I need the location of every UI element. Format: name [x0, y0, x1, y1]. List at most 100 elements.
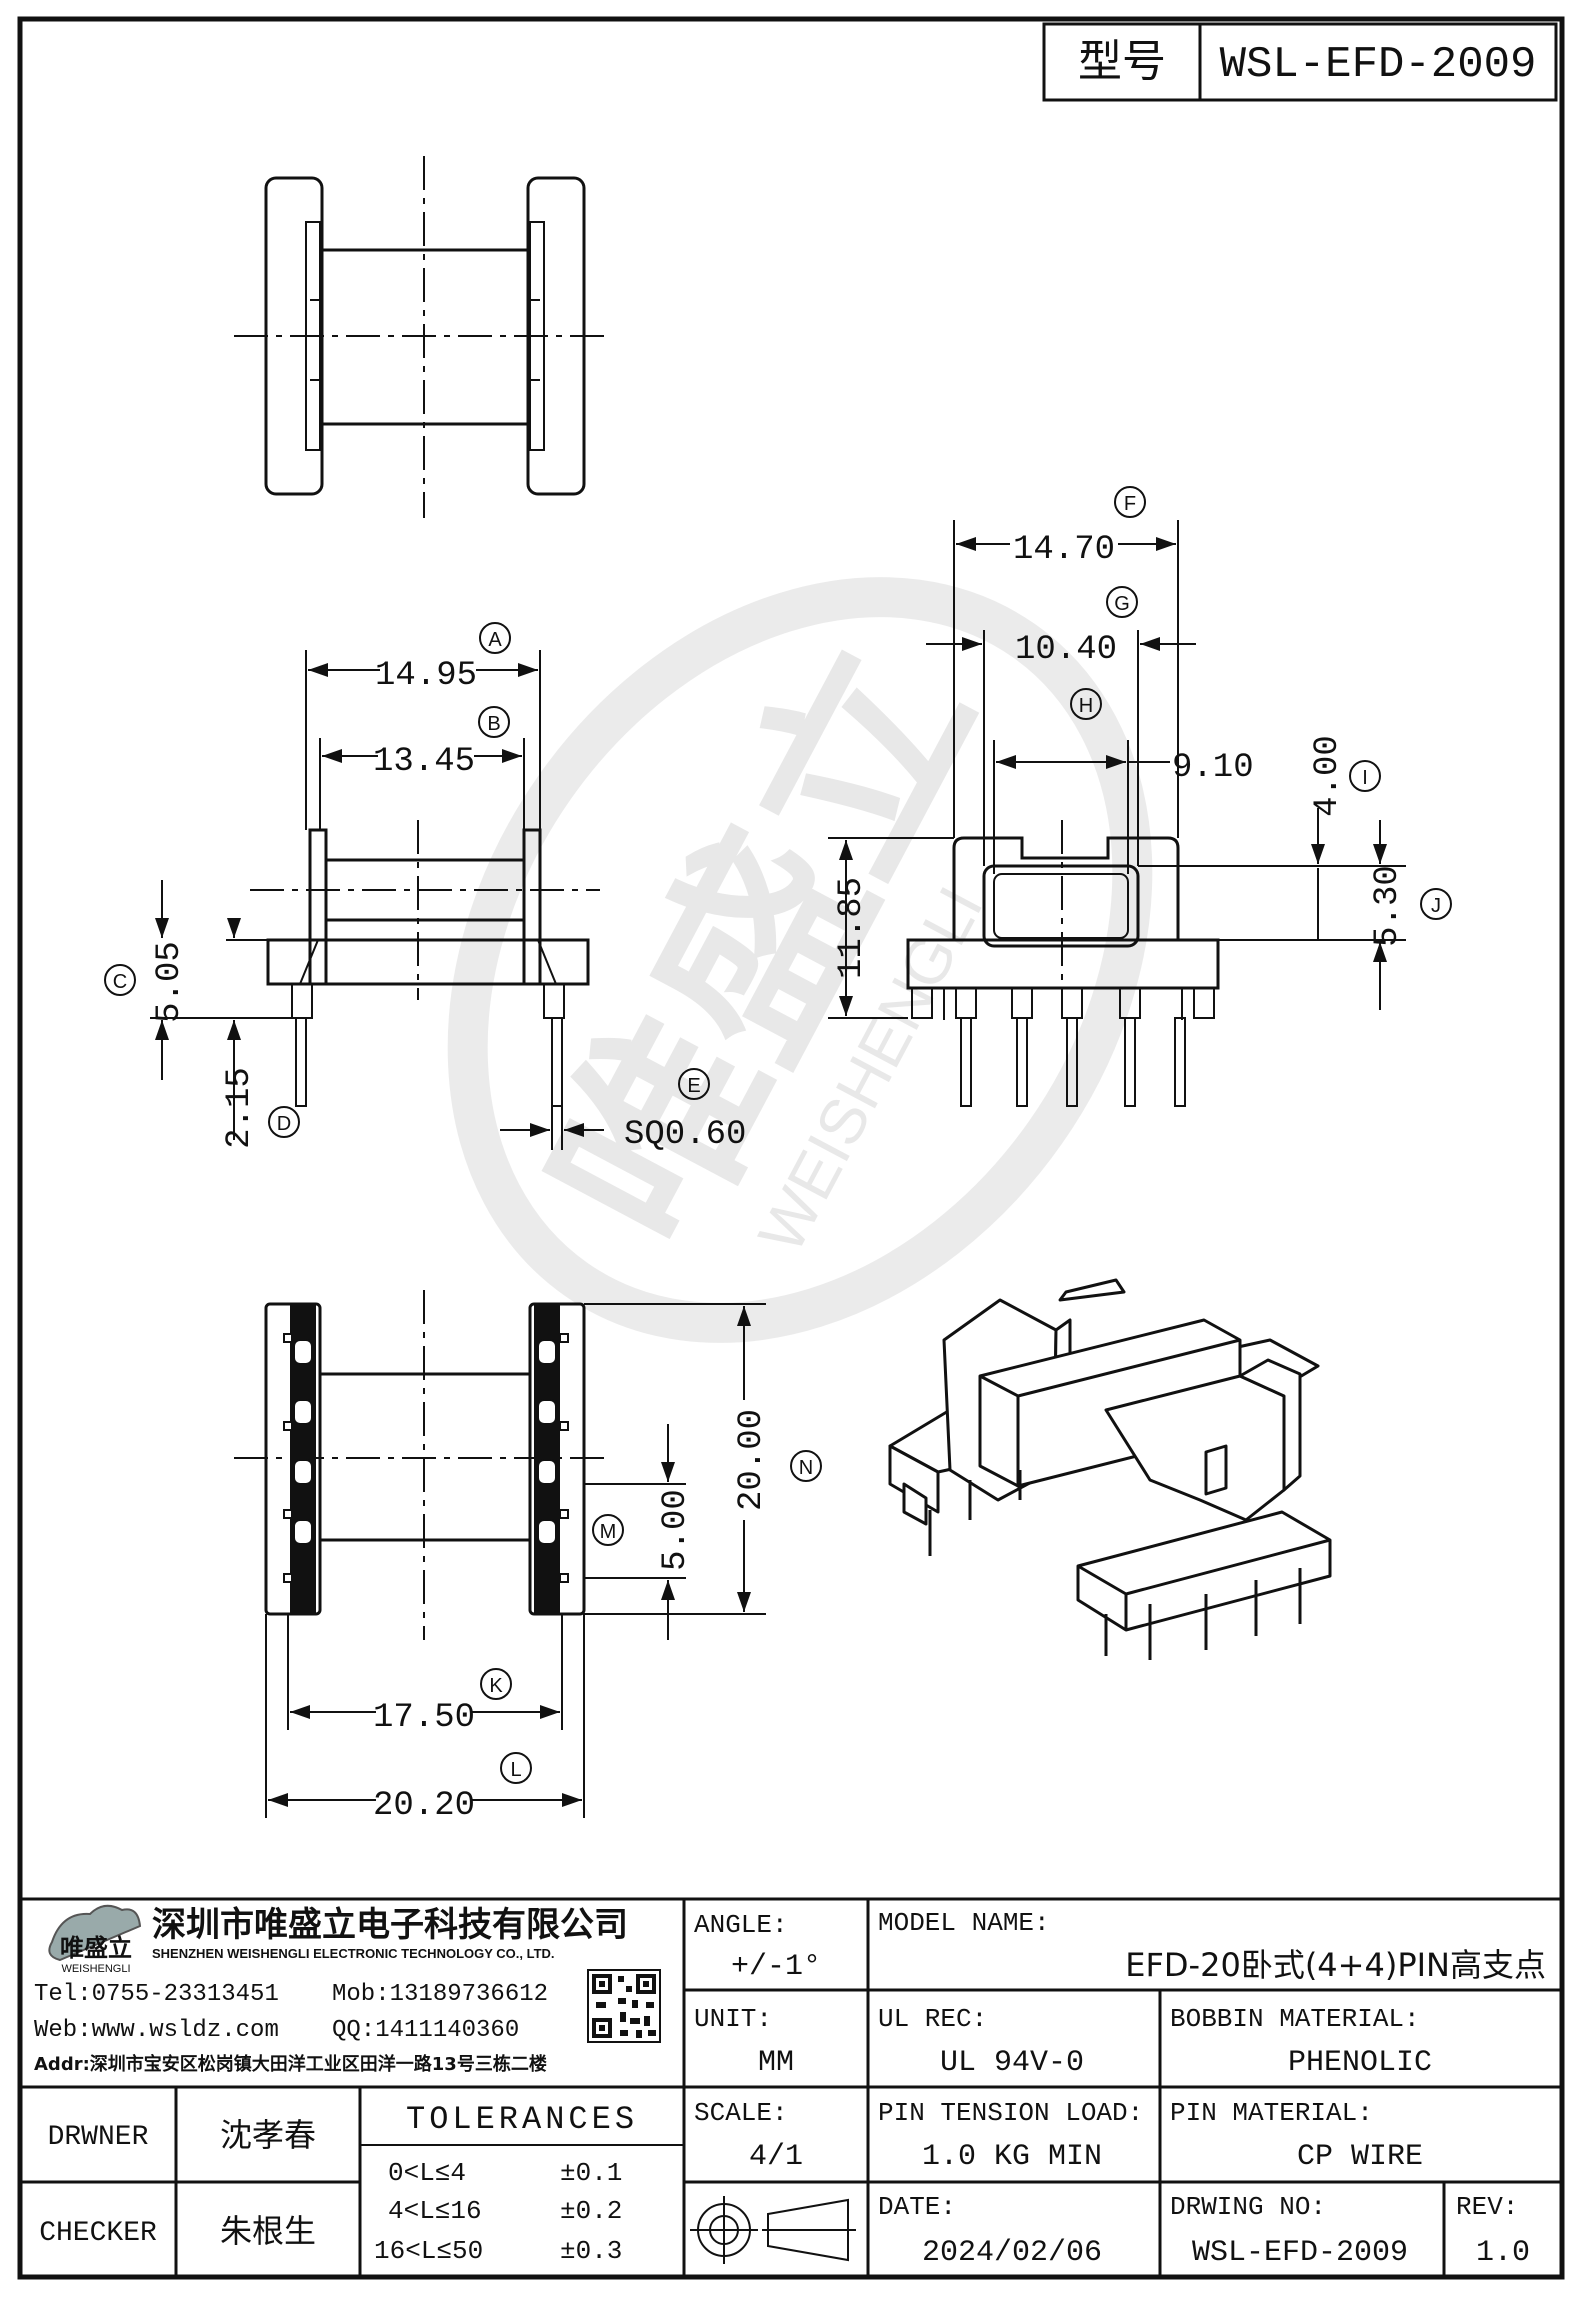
company-name-en: SHENZHEN WEISHENGLI ELECTRONIC TECHNOLOG…	[152, 1946, 555, 1961]
company-addr: Addr:深圳市宝安区松岗镇大田洋工业区田洋一路13号三栋二楼	[34, 2053, 547, 2075]
dim-h-letter: H	[1079, 695, 1093, 717]
top-view	[234, 156, 612, 518]
dim-l: 20.20 L	[265, 1614, 585, 1825]
company-logo-sub: WEISHENGLI	[61, 1963, 130, 1975]
dim-j: 5.30 J	[1218, 820, 1452, 1010]
checker-name: 朱根生	[220, 2212, 316, 2250]
dim-a-letter: A	[488, 629, 502, 651]
pin-tension-value: 1.0 KG MIN	[922, 2140, 1102, 2174]
bobbin-value: PHENOLIC	[1288, 2046, 1432, 2080]
dim-g: 10.40 G	[926, 586, 1196, 866]
drawer-label: DRWNER	[48, 2122, 149, 2153]
header-model-box: 型号 WSL-EFD-2009	[1042, 22, 1558, 102]
tolerances-label: TOLERANCES	[406, 2101, 638, 2138]
dim-d-value: 2.15	[221, 1067, 259, 1149]
rev-label: REV:	[1456, 2192, 1518, 2222]
tolerance-value-1: ±0.1	[560, 2158, 622, 2188]
dim-h: 9.10 H	[993, 688, 1254, 874]
title-block: 唯盛立 WEISHENGLI 深圳市唯盛立电子科技有限公司 SHENZHEN W…	[20, 1897, 1562, 2277]
dim-i: 4.00 I	[1138, 735, 1406, 940]
company-qq: QQ:1411140360	[332, 2017, 519, 2044]
dim-a: 14.95 A	[305, 622, 541, 830]
company-tel: Tel:0755-23313451	[34, 1981, 279, 2008]
rev-value: 1.0	[1476, 2236, 1530, 2270]
dim-d-letter: D	[277, 1113, 291, 1135]
dim-m-value: 5.00	[657, 1489, 695, 1571]
dim-f-value: 14.70	[1013, 531, 1115, 569]
header-model-value: WSL-EFD-2009	[1220, 40, 1537, 90]
dim-c: 5.05 C	[104, 880, 292, 1080]
pin-material-value: CP WIRE	[1297, 2140, 1423, 2174]
drawing-no-label: DRWING NO:	[1170, 2192, 1326, 2222]
dim-k-value: 17.50	[373, 1699, 475, 1737]
dim-k-letter: K	[489, 1675, 503, 1697]
dim-g-letter: G	[1114, 593, 1130, 615]
dim-c-value: 5.05	[151, 941, 189, 1023]
dim-n-letter: N	[799, 1457, 813, 1479]
date-value: 2024/02/06	[922, 2236, 1102, 2270]
pin-material-label: PIN MATERIAL:	[1170, 2098, 1373, 2128]
drawing-no-value: WSL-EFD-2009	[1192, 2236, 1408, 2270]
dim-b-value: 13.45	[373, 743, 475, 781]
projection-symbol	[690, 2196, 856, 2264]
scale-label: SCALE:	[694, 2098, 788, 2128]
tolerance-range-3: 16<L≤50	[374, 2236, 483, 2266]
tolerance-value-2: ±0.2	[560, 2196, 622, 2226]
dim-b: 13.45 B	[319, 706, 525, 830]
company-logo: 唯盛立 WEISHENGLI	[48, 1904, 142, 1975]
dim-a-value: 14.95	[375, 657, 477, 695]
drawing-border	[17, 16, 1565, 2280]
model-name-label: MODEL NAME:	[878, 1908, 1050, 1938]
drawer-name: 沈孝春	[220, 2116, 316, 2154]
front-view	[906, 820, 1220, 1107]
dim-d: 2.15 D	[221, 918, 300, 1149]
dim-m-letter: M	[600, 1521, 617, 1543]
dim-j-value: 5.30	[1369, 865, 1407, 947]
dim-f: 14.70 F	[953, 486, 1179, 838]
dim-m: 5.00 M	[584, 1424, 695, 1640]
pin-tension-label: PIN TENSION LOAD:	[878, 2098, 1143, 2128]
ul-label: UL REC:	[878, 2004, 987, 2034]
company-name-cn: 深圳市唯盛立电子科技有限公司	[152, 1905, 628, 1945]
isometric-view	[888, 1278, 1332, 1660]
dim-i-value: 4.00	[1309, 735, 1347, 817]
scale-value: 4/1	[749, 2140, 803, 2174]
side-view	[250, 820, 600, 1107]
dim-n-value: 20.00	[733, 1409, 771, 1511]
dim-b-letter: B	[487, 713, 500, 735]
dim-h-value: 9.10	[1172, 749, 1254, 787]
bobbin-label: BOBBIN MATERIAL:	[1170, 2004, 1420, 2034]
dim-i-letter: I	[1362, 767, 1368, 789]
dim-e-value: SQ0.60	[624, 1116, 746, 1154]
dim-e: SQ0.60 E	[500, 1068, 746, 1154]
angle-value: +/-1°	[731, 1950, 821, 1984]
dim-l-letter: L	[510, 1759, 521, 1781]
angle-label: ANGLE:	[694, 1910, 788, 1940]
dim-height: 11.85	[828, 837, 954, 1019]
tolerance-value-3: ±0.3	[560, 2236, 622, 2266]
company-logo-text: 唯盛立	[60, 1934, 132, 1962]
company-mob: Mob:13189736612	[332, 1981, 548, 2008]
dim-g-value: 10.40	[1015, 631, 1117, 669]
company-web: Web:www.wsldz.com	[34, 2017, 279, 2044]
tolerance-range-2: 4<L≤16	[388, 2196, 482, 2226]
dim-f-letter: F	[1124, 493, 1136, 515]
qr-code	[587, 1969, 661, 2043]
dim-k: 17.50 K	[287, 1614, 563, 1737]
dim-height-value: 11.85	[833, 877, 871, 979]
dim-e-letter: E	[687, 1075, 700, 1097]
dim-l-value: 20.20	[373, 1787, 475, 1825]
bottom-view	[234, 1290, 612, 1640]
model-name-value: EFD-20卧式(4+4)PIN高支点	[1125, 1946, 1546, 1984]
dim-j-letter: J	[1431, 895, 1441, 917]
unit-label: UNIT:	[694, 2004, 772, 2034]
header-model-label: 型号	[1078, 36, 1166, 87]
checker-label: CHECKER	[39, 2218, 157, 2249]
tolerance-range-1: 0<L≤4	[388, 2158, 466, 2188]
dim-c-letter: C	[113, 971, 127, 993]
ul-value: UL 94V-0	[940, 2046, 1084, 2080]
date-label: DATE:	[878, 2192, 956, 2222]
unit-value: MM	[758, 2046, 794, 2080]
dim-n: 20.00 N	[584, 1303, 822, 1615]
